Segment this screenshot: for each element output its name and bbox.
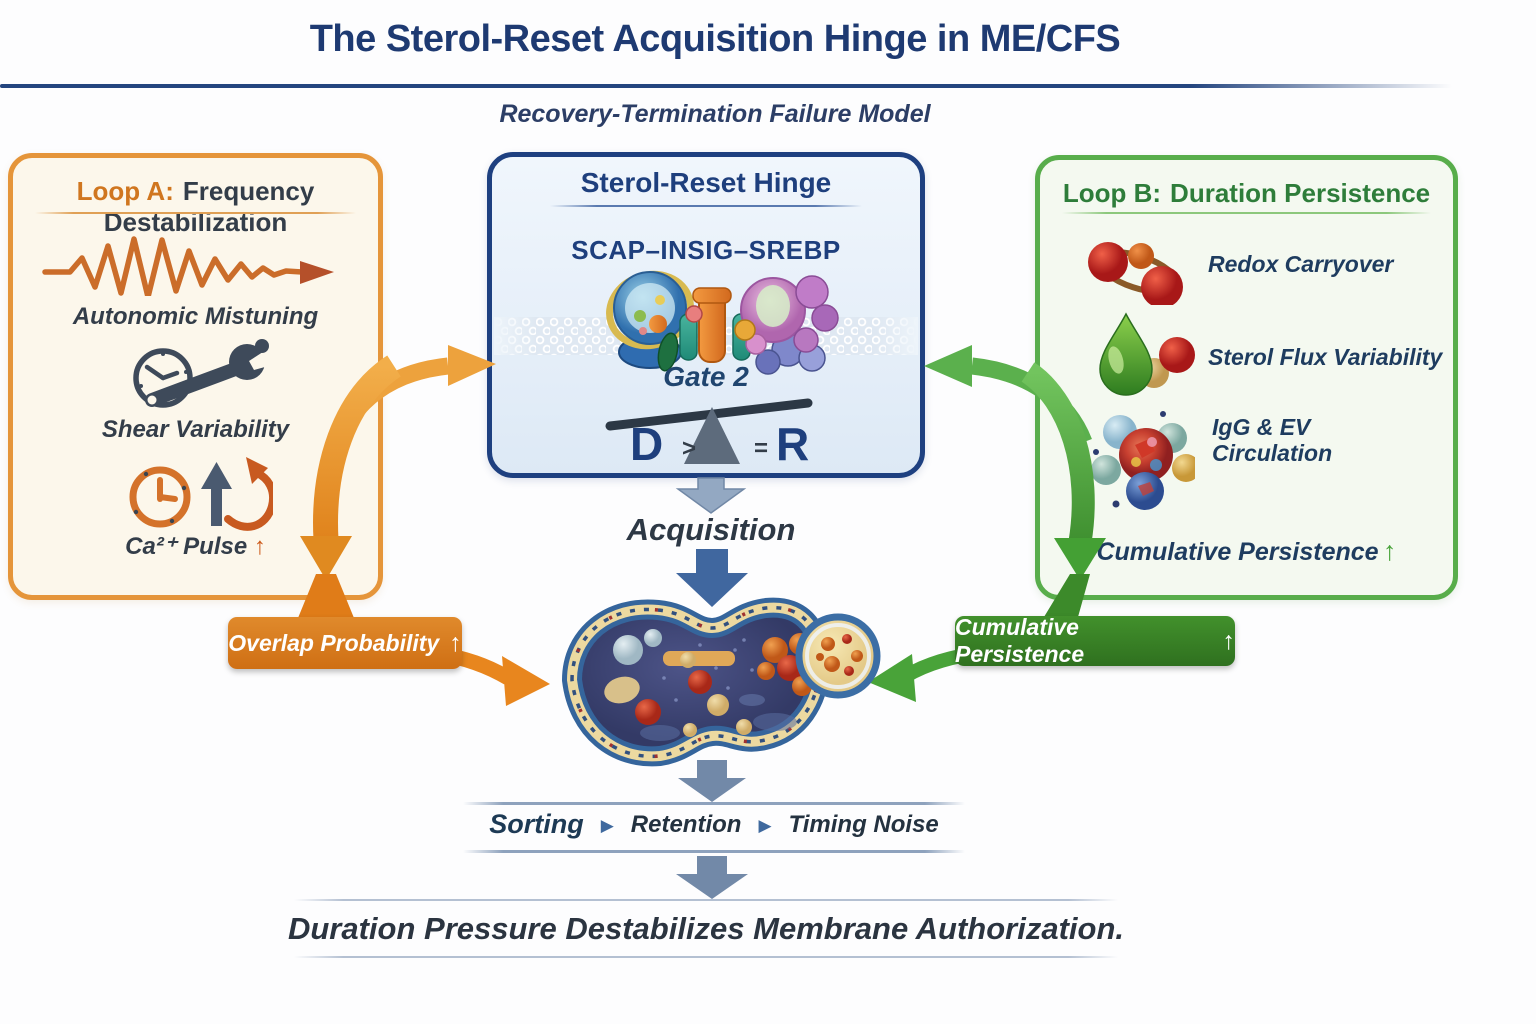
flow-bar-bottom-line bbox=[463, 850, 965, 853]
balance-eq: = bbox=[754, 435, 769, 462]
sterol-reset-hinge-panel: Sterol-Reset Hinge SCAP–INSIG–SREBP bbox=[487, 152, 925, 478]
duration-recovery-balance: D > = R bbox=[492, 413, 920, 475]
up-arrow-icon: ↑ bbox=[449, 628, 462, 657]
redox-molecule-icon bbox=[1088, 242, 1183, 305]
loop-a-item-label: Autonomic Mistuning bbox=[72, 303, 319, 330]
title-divider bbox=[0, 84, 1452, 88]
left-arrowhead-icon bbox=[924, 345, 972, 387]
igg-ev-cluster-icon bbox=[1091, 411, 1195, 510]
sterol-droplet-icon bbox=[1099, 312, 1195, 396]
flow-step-retention: Retention bbox=[630, 810, 742, 838]
loop-a-item-text: Ca²⁺ Pulse bbox=[125, 533, 248, 560]
hinge-title: Sterol-Reset Hinge bbox=[580, 167, 832, 198]
step-separator-icon: ▶ bbox=[600, 815, 614, 835]
hinge-divider bbox=[550, 205, 862, 207]
cumulative-persistence-tag-text: Cumulative Persistence bbox=[955, 614, 1085, 667]
cumulative-persistence-tag: Cumulative Persistence ↑ bbox=[955, 614, 1236, 667]
flow-steps-row: Sorting ▶ Retention ▶ Timing Noise bbox=[463, 809, 965, 840]
balance-d: D bbox=[630, 418, 664, 470]
scap-insig-srebp-complex-icon bbox=[606, 270, 839, 375]
page-title: The Sterol-Reset Acquisition Hinge in ME… bbox=[309, 18, 1121, 60]
loop-a-header-prefix: Loop A: bbox=[76, 176, 174, 206]
down-block-arrow-icon bbox=[676, 856, 748, 899]
seesaw-balance-icon bbox=[605, 398, 813, 464]
loop-b-item-label: Cumulative Persistence ↑ bbox=[1040, 536, 1453, 567]
flow-bar-top-line bbox=[463, 802, 965, 805]
loop-a-item-label: Ca²⁺ Pulse ↑ bbox=[13, 532, 378, 561]
up-arrow-icon: ↑ bbox=[1222, 626, 1236, 655]
clock-up-arrows-icon bbox=[129, 457, 273, 531]
caption-bottom-line bbox=[294, 956, 1118, 958]
right-arrowhead-icon bbox=[502, 656, 550, 706]
balance-r: R bbox=[776, 418, 810, 470]
page-subtitle: Recovery-Termination Failure Model bbox=[499, 100, 931, 128]
loop-b-item-label: Redox Carryover bbox=[1208, 251, 1394, 277]
loop-b-item-label: IgG & EV Circulation bbox=[1212, 414, 1333, 467]
flow-step-timing-noise: Timing Noise bbox=[788, 810, 939, 838]
flow-step-sorting: Sorting bbox=[489, 809, 584, 839]
loop-b-panel: Loop B: Duration Persistence Redox Carryo… bbox=[1035, 155, 1458, 600]
up-arrow-icon: ↑ bbox=[1383, 536, 1397, 566]
loop-b-divider bbox=[1062, 212, 1431, 214]
step-separator-icon: ▶ bbox=[758, 815, 772, 835]
loop-a-panel: Loop A:Frequency Destabilization Autonom… bbox=[8, 153, 383, 600]
loop-b-header: Loop B: Duration Persistence bbox=[1040, 178, 1453, 209]
loop-a-divider bbox=[35, 212, 356, 214]
vesicle-icon bbox=[795, 613, 881, 699]
overlap-probability-tag: Overlap Probability ↑ bbox=[228, 617, 462, 669]
cumulative-persistence-text: Cumulative Persistence bbox=[1096, 538, 1379, 566]
gate-label: Gate 2 bbox=[663, 361, 749, 392]
loop-b-item-label: Sterol Flux Variability bbox=[1208, 344, 1443, 370]
loop-a-item-label: Shear Variability bbox=[101, 416, 290, 443]
caption-top-line bbox=[294, 899, 1118, 901]
acquisition-label: Acquisition bbox=[626, 512, 796, 547]
hinge-complex-name: SCAP–INSIG–SREBP bbox=[571, 235, 841, 265]
loop-b-header-text: Duration Persistence bbox=[1170, 178, 1431, 208]
cell-illustration bbox=[562, 597, 881, 767]
clock-wrench-icon bbox=[133, 339, 283, 408]
conclusion-caption: Duration Pressure Destabilizes Membrane … bbox=[287, 911, 1125, 946]
frequency-waveform-arrow-icon bbox=[42, 236, 334, 296]
loop-b-header-prefix: Loop B: bbox=[1062, 178, 1162, 208]
balance-gt: > bbox=[682, 435, 697, 462]
overlap-probability-text: Overlap Probability bbox=[228, 629, 440, 656]
down-block-arrow-icon bbox=[675, 477, 747, 514]
up-arrow-icon: ↑ bbox=[253, 533, 266, 560]
